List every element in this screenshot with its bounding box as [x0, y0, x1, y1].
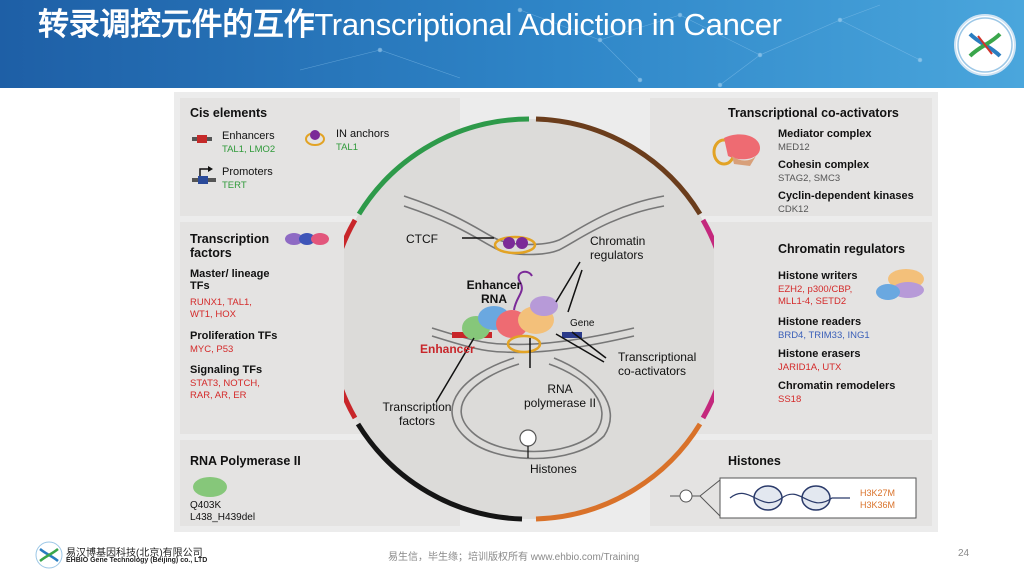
company-logo [954, 14, 1016, 76]
ring-arc-coactivators [535, 116, 703, 216]
tf-signal-genes-1: STAT3, NOTCH, [190, 378, 260, 389]
rna-polymerase-icon [193, 477, 227, 497]
slide-title-cn: 转录调控元件的互作 [38, 7, 315, 43]
label-transcription-factors: Transcription factors [382, 400, 452, 428]
coact-cdk-genes: CDK12 [778, 204, 809, 215]
coact-cdk: Cyclin-dependent kinases [778, 190, 914, 202]
coact-cohesin: Cohesin complex [778, 159, 870, 171]
label-transcriptional-coactivators: Transcriptional co-activators [618, 350, 697, 378]
label-gene: Gene [570, 318, 595, 329]
histones-title: Histones [728, 454, 781, 468]
tf-prolif-genes: MYC, P53 [190, 344, 234, 355]
coact-mediator: Mediator complex [778, 128, 872, 140]
chrom-remodelers: Chromatin remodelers [778, 380, 896, 392]
chrom-remodelers-genes: SS18 [778, 394, 802, 405]
cis-promoters-genes: TERT [222, 180, 247, 191]
coact-mediator-genes: MED12 [778, 142, 810, 153]
chrom-writers-genes-1: EZH2, p300/CBP, [778, 284, 853, 295]
footer-center: 易生信，毕生缘；培训版权所有 www.ehbio.com/Training [388, 552, 640, 563]
chrom-writers-genes-2: MLL1-4, SETD2 [778, 296, 847, 307]
cis-in-anchors: IN anchors [336, 128, 390, 140]
rnap-mut1: Q403K [190, 500, 222, 511]
tf-title: Transcription factors [190, 232, 270, 260]
slide-title-en: Transcriptional Addiction in Cancer [314, 7, 782, 42]
tf-master-genes-2: WT1, HOX [190, 309, 236, 320]
coact-cohesin-genes: STAG2, SMC3 [778, 173, 841, 184]
cis-in-anchors-genes: TAL1 [336, 142, 359, 153]
tf-master-genes-1: RUNX1, TAL1, [190, 297, 252, 308]
label-enhancer-rna: Enhancer RNA [466, 278, 522, 306]
central-diagram [344, 116, 714, 522]
footer-brand-cn: 易汉博基因科技(北京)有限公司 [66, 548, 203, 559]
tf-prolif: Proliferation TFs [190, 330, 278, 342]
chromatin-regulator-icon [876, 269, 924, 300]
chrom-readers: Histone readers [778, 316, 862, 328]
footer-brand-en: EHBIO Gene Technology (Beijing) co., LTD [66, 557, 208, 564]
ring-arc-cis [356, 116, 530, 216]
label-enhancer: Enhancer [420, 342, 475, 356]
ring-arc-histones [535, 422, 703, 522]
ring-arc-polymerase [355, 422, 523, 522]
label-ctcf: CTCF [406, 232, 438, 246]
cis-enhancers-genes: TAL1, LMO2 [222, 144, 276, 155]
tf-signal-genes-2: RAR, AR, ER [190, 390, 247, 401]
enhancer-icon [192, 135, 212, 143]
page-number: 24 [958, 548, 970, 559]
cis-enhancers: Enhancers [222, 130, 275, 142]
in-anchor-icon [305, 130, 325, 146]
chrom-readers-genes: BRD4, TRIM33, ING1 [778, 330, 870, 341]
rnap-mut2: L438_H439del [190, 512, 256, 523]
cis-promoters: Promoters [222, 166, 273, 178]
label-histones: Histones [530, 462, 577, 476]
slide-title: 转录调控元件的互作Transcriptional Addiction in Ca… [38, 6, 938, 44]
promoter-icon [192, 166, 216, 184]
label-rna-polymerase: RNA polymerase II [523, 382, 597, 410]
chrom-erasers: Histone erasers [778, 348, 861, 360]
histone-mark-1: H3K27M [860, 488, 896, 498]
panel-coactivators: Transcriptional co-activators Mediator c… [650, 98, 932, 216]
tf-signal: Signaling TFs [190, 364, 263, 376]
mediator-icon [712, 134, 760, 166]
nucleosome-icon [670, 477, 917, 519]
rnap-title: RNA Polymerase II [190, 454, 301, 468]
chrom-title: Chromatin regulators [778, 242, 906, 256]
chrom-erasers-genes: JARID1A, UTX [778, 362, 842, 373]
tf-master: Master/ lineage TFs [190, 268, 270, 292]
coact-title: Transcriptional co-activators [728, 106, 899, 120]
chrom-writers: Histone writers [778, 270, 858, 282]
label-chromatin-regulators: Chromatin regulators [590, 234, 646, 262]
footer-logo [35, 541, 63, 569]
cis-title: Cis elements [190, 106, 268, 120]
slide-header: 转录调控元件的互作Transcriptional Addiction in Ca… [0, 0, 1024, 88]
panel-histones: Histones H3K27M H3K36M [650, 440, 932, 526]
transcription-figure: Cis elements Enhancers TAL1, LMO2 IN anc… [174, 92, 938, 532]
network-background [299, 4, 923, 88]
histone-mark-2: H3K36M [860, 500, 896, 510]
tf-icon [285, 233, 329, 245]
